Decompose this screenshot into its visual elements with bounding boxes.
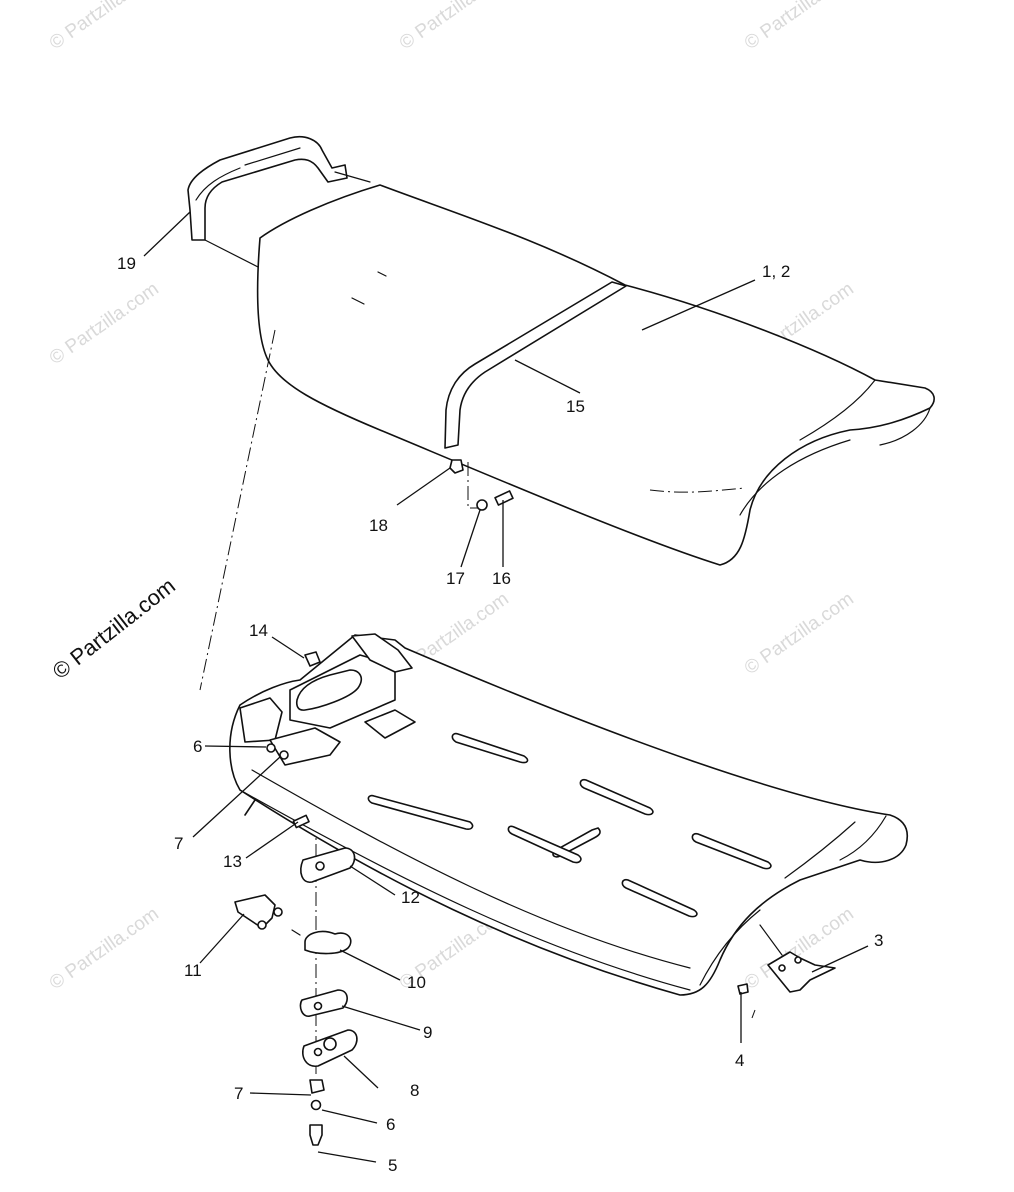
washer-7 [279, 750, 289, 760]
callout-18: 18 [369, 516, 388, 535]
callout-14: 14 [249, 621, 268, 640]
callout-7-bottom: 7 [234, 1084, 243, 1103]
washer-6 [266, 743, 276, 753]
callout-6: 6 [193, 737, 202, 756]
washer-17 [476, 499, 488, 511]
callout-16: 16 [492, 569, 511, 588]
seat [256, 184, 935, 566]
fastener-14 [304, 651, 321, 667]
watermark: © Partzilla.com [46, 903, 163, 994]
strap-hardware [449, 459, 514, 511]
rear-rack [229, 633, 909, 996]
plate-9 [299, 989, 348, 1017]
callouts: 1, 2 3 4 5 6 7 8 9 10 11 12 13 14 15 16 … [117, 254, 883, 1175]
callout-8: 8 [410, 1081, 419, 1100]
callout-4: 4 [735, 1051, 744, 1070]
callout-17: 17 [446, 569, 465, 588]
callout-5: 5 [388, 1156, 397, 1175]
watermark: © Partzilla.com [741, 0, 858, 54]
watermark-main: © Partzilla.com [48, 573, 180, 684]
callout-7: 7 [174, 834, 183, 853]
callout-15: 15 [566, 397, 585, 416]
callout-1-2: 1, 2 [762, 262, 790, 281]
callout-6-bottom: 6 [386, 1115, 395, 1134]
callout-13: 13 [223, 852, 242, 871]
bolt-16 [494, 490, 514, 506]
bracket-11 [234, 894, 276, 929]
callout-19: 19 [117, 254, 136, 273]
watermark: © Partzilla.com [46, 278, 163, 369]
rack-mount-hardware [244, 743, 310, 829]
nut-18 [449, 459, 464, 474]
rack-bracket [737, 924, 836, 995]
callout-10: 10 [407, 973, 426, 992]
watermark: © Partzilla.com [741, 588, 858, 679]
callout-12: 12 [401, 888, 420, 907]
watermark: © Partzilla.com [396, 0, 513, 54]
callout-11: 11 [184, 961, 202, 980]
bolt-4 [737, 983, 749, 995]
bracket-3 [767, 951, 836, 993]
leader-lines [143, 211, 869, 1163]
screw-5 [309, 1124, 323, 1146]
grab-handle [187, 135, 371, 269]
washer-6 [310, 1099, 322, 1111]
bottom-hardware [309, 1079, 325, 1146]
nut-7 [309, 1079, 325, 1094]
callout-3: 3 [874, 931, 883, 950]
seat-strap [444, 281, 627, 449]
part-10 [304, 930, 352, 955]
plate-12 [300, 847, 356, 883]
callout-9: 9 [423, 1023, 432, 1042]
mount-assembly [234, 847, 358, 1067]
watermark: © Partzilla.com [46, 0, 163, 54]
